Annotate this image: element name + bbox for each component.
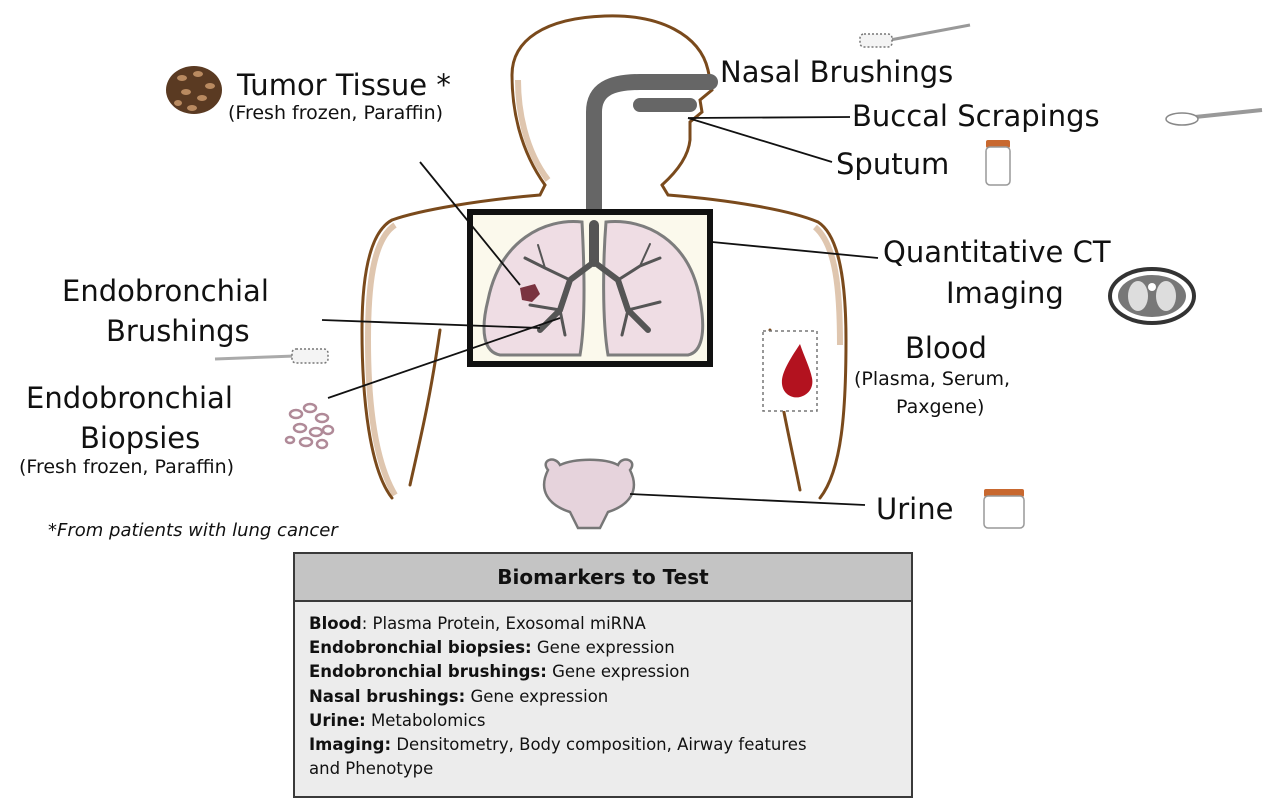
biomarkers-title: Biomarkers to Test bbox=[295, 554, 911, 602]
endobronchial-brushings-label-line2: Brushings bbox=[106, 317, 250, 346]
biomarker-desc: Metabolomics bbox=[371, 711, 486, 730]
blood-sublabel-line2: Paxgene) bbox=[896, 398, 984, 417]
biomarkers-list: Blood: Plasma Protein, Exosomal miRNA En… bbox=[295, 602, 911, 781]
biomarker-item: Nasal brushings: Gene expression bbox=[309, 685, 899, 709]
tumor-tissue-icon bbox=[166, 66, 222, 114]
endobronchial-brush-icon bbox=[215, 349, 328, 363]
biomarker-term: Urine: bbox=[309, 711, 366, 730]
biomarker-term: Nasal brushings: bbox=[309, 687, 465, 706]
endobronchial-brushings-label-line1: Endobronchial bbox=[62, 277, 269, 306]
biomarker-item: Blood: Plasma Protein, Exosomal miRNA bbox=[309, 612, 899, 636]
biomarkers-panel: Biomarkers to Test Blood: Plasma Protein… bbox=[293, 552, 913, 798]
biomarker-term: Imaging: bbox=[309, 735, 391, 754]
quantitative-ct-label: Quantitative CT bbox=[883, 238, 1111, 267]
biomarker-separator: : bbox=[362, 614, 373, 633]
buccal-swab-icon bbox=[1166, 110, 1262, 125]
biomarker-term: Endobronchial biopsies: bbox=[309, 638, 532, 657]
biomarker-desc: Gene expression bbox=[537, 638, 675, 657]
biomarker-item: Endobronchial biopsies: Gene expression bbox=[309, 636, 899, 660]
buccal-scrapings-label: Buccal Scrapings bbox=[852, 102, 1100, 131]
biomarker-item: and Phenotype bbox=[309, 757, 899, 781]
biomarker-desc: and Phenotype bbox=[309, 759, 433, 778]
urine-jar-icon bbox=[984, 489, 1024, 528]
biomarker-item: Endobronchial brushings: Gene expression bbox=[309, 660, 899, 684]
biomarker-term: Endobronchial brushings: bbox=[309, 662, 547, 681]
endobronchial-biopsies-label-line2: Biopsies bbox=[80, 424, 200, 453]
biomarker-desc: Gene expression bbox=[470, 687, 608, 706]
urine-label: Urine bbox=[876, 495, 953, 524]
imaging-label: Imaging bbox=[946, 279, 1064, 308]
ct-scan-icon bbox=[1110, 269, 1194, 323]
blood-drop-icon bbox=[763, 331, 817, 411]
sputum-jar-icon bbox=[986, 140, 1010, 185]
biomarker-desc: Densitometry, Body composition, Airway f… bbox=[396, 735, 806, 754]
biomarker-item: Imaging: Densitometry, Body composition,… bbox=[309, 733, 899, 757]
tumor-tissue-sublabel: (Fresh frozen, Paraffin) bbox=[228, 104, 443, 123]
biomarker-desc: Gene expression bbox=[552, 662, 690, 681]
biopsy-sample-icon bbox=[286, 404, 333, 448]
sputum-label: Sputum bbox=[836, 150, 949, 179]
tumor-tissue-label: Tumor Tissue * bbox=[237, 71, 451, 100]
endobronchial-biopsies-label-line1: Endobronchial bbox=[26, 384, 233, 413]
nasal-brushings-label: Nasal Brushings bbox=[720, 58, 953, 87]
blood-sublabel-line1: (Plasma, Serum, bbox=[854, 370, 1010, 389]
biomarker-desc: Plasma Protein, Exosomal miRNA bbox=[373, 614, 646, 633]
bladder bbox=[544, 460, 634, 528]
nasal-swab-icon bbox=[860, 25, 970, 47]
biomarker-term: Blood bbox=[309, 614, 362, 633]
biomarker-item: Urine: Metabolomics bbox=[309, 709, 899, 733]
endobronchial-biopsies-sublabel: (Fresh frozen, Paraffin) bbox=[19, 458, 234, 477]
blood-label: Blood bbox=[905, 334, 987, 363]
footnote: *From patients with lung cancer bbox=[48, 520, 338, 541]
